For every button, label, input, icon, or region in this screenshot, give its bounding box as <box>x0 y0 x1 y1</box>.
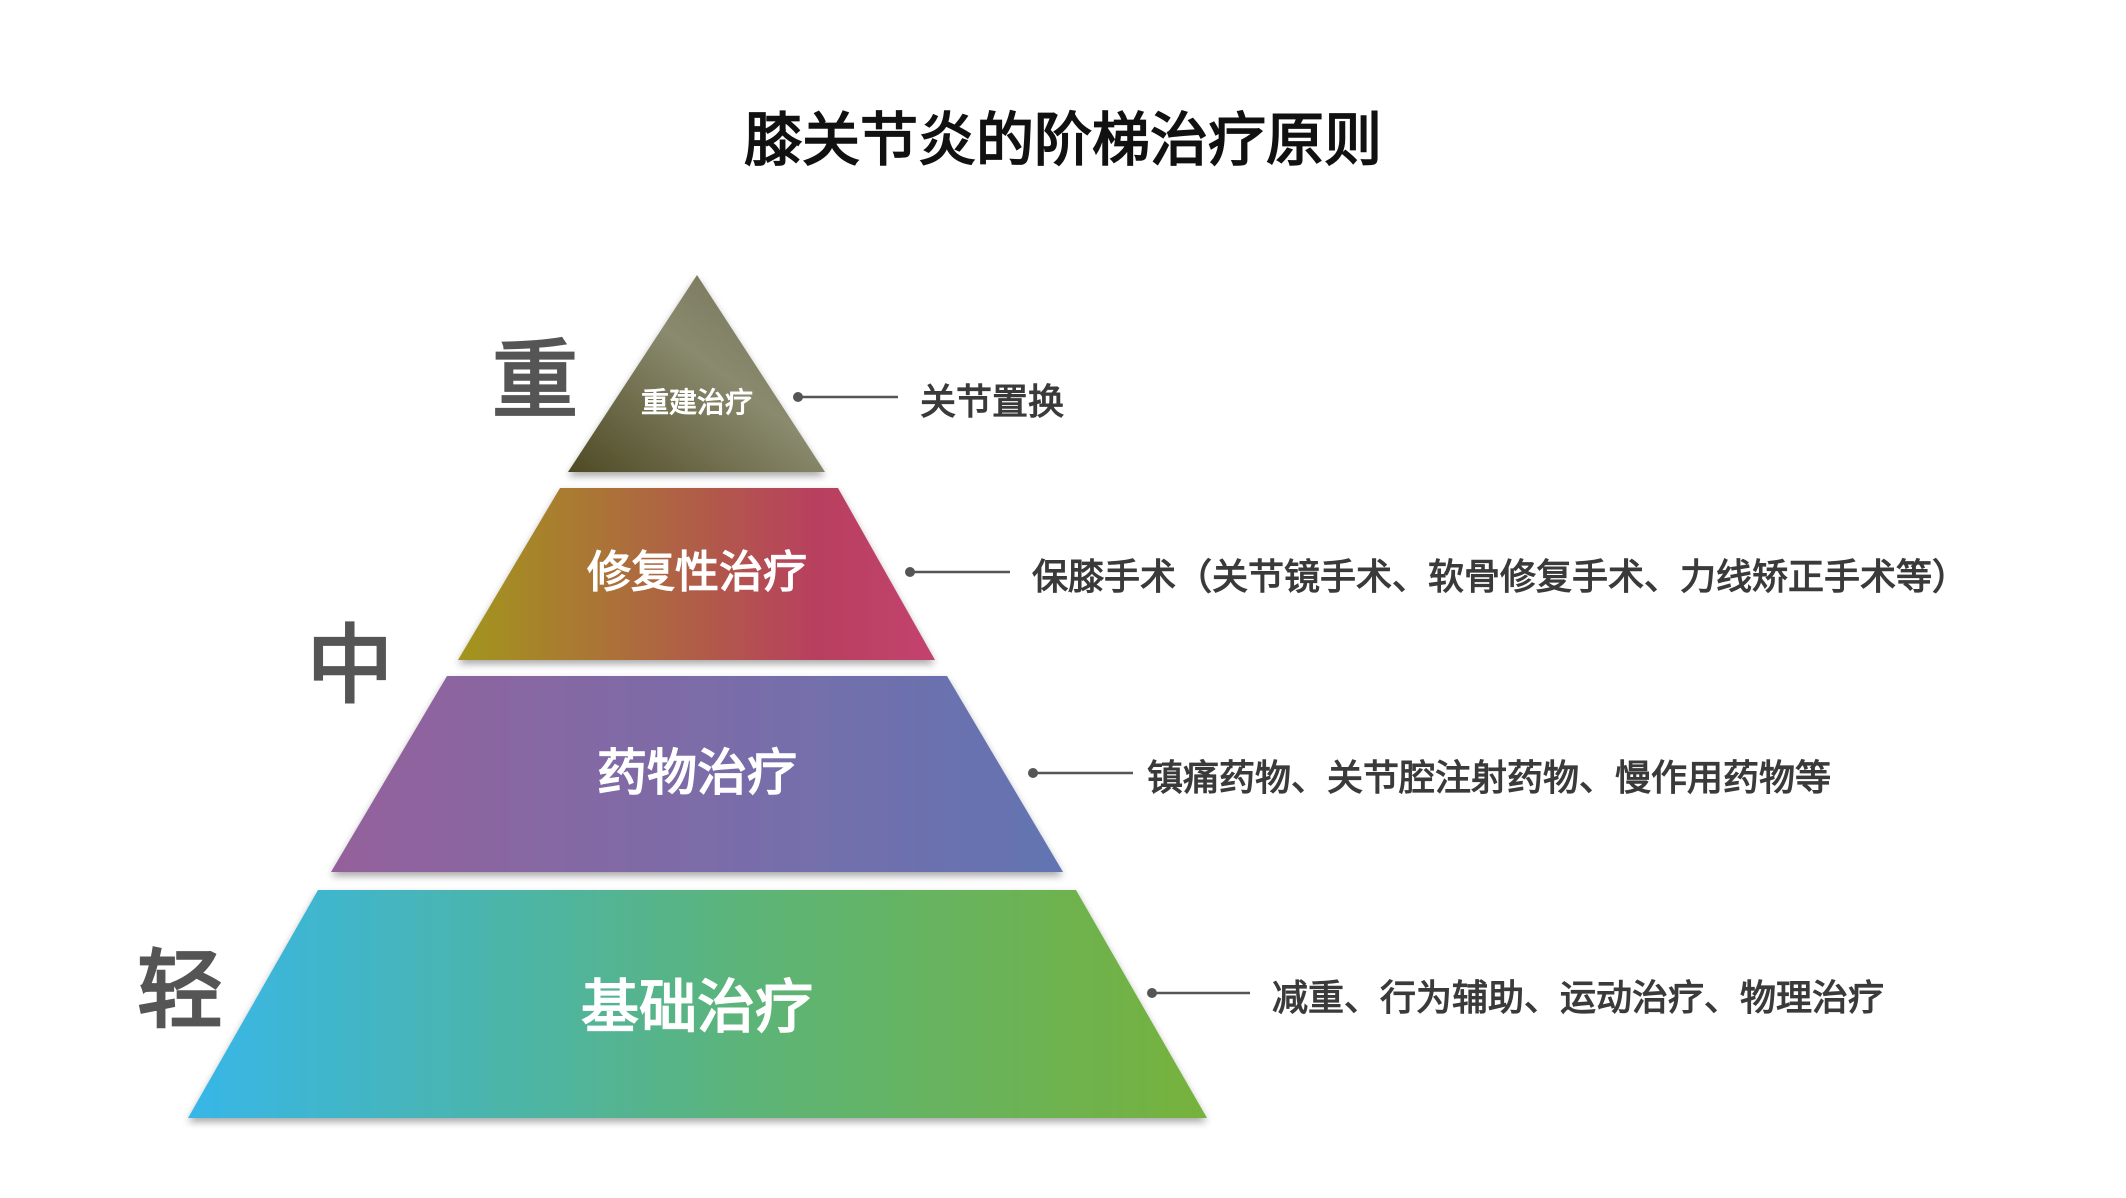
tier-description-repair: 保膝手术（关节镜手术、软骨修复手术、力线矫正手术等） <box>1032 557 1968 598</box>
pyramid-tier-repair: 修复性治疗 保膝手术（关节镜手术、软骨修复手术、力线矫正手术等） <box>458 488 1968 660</box>
severity-label-heavy: 重 <box>492 331 578 431</box>
tier-label-repair: 修复性治疗 <box>587 547 807 598</box>
pyramid-tier-basic: 基础治疗 减重、行为辅助、运动治疗、物理治疗 <box>188 890 1884 1118</box>
tier-shape-repair <box>458 488 935 660</box>
pyramid-tier-medication: 药物治疗 镇痛药物、关节腔注射药物、慢作用药物等 <box>331 676 1831 872</box>
tier-label-basic: 基础治疗 <box>581 973 813 1041</box>
severity-label-medium: 中 <box>307 616 393 716</box>
tier-shape-reconstruction <box>568 275 825 472</box>
diagram-title: 膝关节炎的阶梯治疗原则 <box>744 106 1382 174</box>
tier-label-medication: 药物治疗 <box>597 744 797 802</box>
pyramid-tier-reconstruction: 重建治疗 关节置换 <box>568 275 1064 472</box>
tier-shape-medication <box>331 676 1063 872</box>
tier-description-medication: 镇痛药物、关节腔注射药物、慢作用药物等 <box>1147 758 1831 799</box>
tier-label-reconstruction: 重建治疗 <box>641 386 753 419</box>
tier-shape-basic <box>188 890 1207 1118</box>
tier-description-basic: 减重、行为辅助、运动治疗、物理治疗 <box>1272 978 1884 1019</box>
severity-label-light: 轻 <box>137 941 223 1041</box>
tier-description-reconstruction: 关节置换 <box>920 382 1064 423</box>
